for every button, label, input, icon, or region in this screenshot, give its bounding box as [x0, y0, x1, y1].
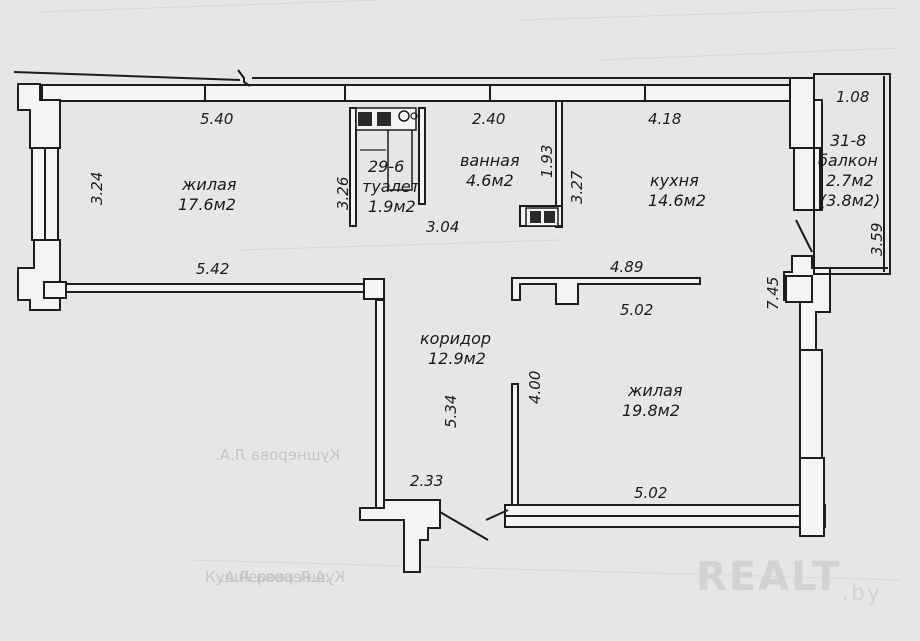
balcony-number: 31-8: [830, 131, 866, 150]
living1-name: жилая: [181, 175, 237, 194]
dim-entry-width: 2.33: [410, 472, 443, 490]
dimension-labels: 5.40 2.40 4.18 1.08 3.24 3.26 1.93 3.27 …: [88, 88, 886, 502]
dim-kitchen-width: 4.89: [610, 258, 643, 276]
balcony-area-alt: (3.8м2): [820, 191, 880, 210]
kitchen-area: 14.6м2: [648, 191, 706, 210]
dim-left-height: 3.24: [88, 172, 106, 205]
living2-area: 19.8м2: [622, 401, 680, 420]
toilet-name: туалет: [362, 177, 421, 196]
watermark-suffix: .by: [842, 581, 882, 606]
watermark-brand: REALT: [696, 554, 841, 600]
balcony-area: 2.7м2: [826, 171, 874, 190]
top-wall: [41, 84, 813, 102]
dim-balcony-width: 1.08: [836, 88, 869, 106]
sink-icon: [398, 110, 410, 122]
left-wall-top-pilaster: [17, 83, 61, 149]
toilet-icon: [387, 130, 413, 191]
balcony-name: балкон: [818, 151, 878, 170]
bath-number: 29-6: [368, 157, 404, 176]
bath-area: 4.6м2: [466, 171, 514, 190]
dim-top-left: 5.40: [200, 110, 233, 128]
background-signature-3: Кушнерова Л.А.: [205, 568, 330, 586]
corridor-left-wall: [375, 299, 385, 511]
dim-living2-top: 5.02: [620, 301, 653, 319]
dim-bath-height: 1.93: [538, 145, 556, 178]
dim-toilet-width: 3.04: [426, 218, 459, 236]
living2-name: жилая: [627, 381, 683, 400]
corridor-name: коридор: [420, 329, 491, 348]
dim-balcony-height: 3.59: [868, 223, 886, 256]
dim-living2-height: 4.00: [526, 371, 544, 404]
dim-living2-bottom: 5.02: [634, 484, 667, 502]
dim-top-right: 4.18: [648, 110, 681, 128]
living2-left-wall: [511, 383, 519, 513]
watermark: REALT .by: [696, 554, 882, 606]
bath-name: ванная: [460, 151, 520, 170]
toilet-area: 1.9м2: [368, 197, 416, 216]
kitchen-partition: [511, 277, 701, 305]
dim-top-mid: 2.40: [472, 110, 505, 128]
kitchen-name: кухня: [650, 171, 699, 190]
background-stamp-text: Кушнерова Л.А. Кушнерова Л.А. Кушнерова …: [205, 446, 345, 586]
background-signature-2: Кушнерова Л.А.: [220, 568, 345, 586]
dim-kitchen-height: 3.27: [568, 170, 586, 204]
background-signature-1: Кушнерова Л.А.: [215, 446, 340, 464]
balcony-outline: [813, 73, 891, 275]
dim-room1-bottom: 5.42: [196, 260, 229, 278]
dim-corridor-height: 5.34: [442, 395, 460, 428]
dim-right-height: 7.45: [764, 277, 782, 310]
fixtures: [355, 107, 559, 227]
right-wall-lower: [799, 349, 823, 461]
toilet-wall: [349, 107, 357, 227]
living1-area: 17.6м2: [178, 195, 236, 214]
entry-wall: [359, 499, 441, 573]
walls: [13, 69, 891, 573]
dim-toilet-height: 3.26: [334, 177, 352, 210]
living1-bottom-wall: [65, 283, 367, 293]
bath-toilet-partition: [418, 107, 426, 205]
corridor-area: 12.9м2: [428, 349, 486, 368]
right-wall-upper: [793, 147, 821, 211]
room-labels: жилая 17.6м2 29-6 туалет 1.9м2 ванная 4.…: [178, 131, 880, 420]
